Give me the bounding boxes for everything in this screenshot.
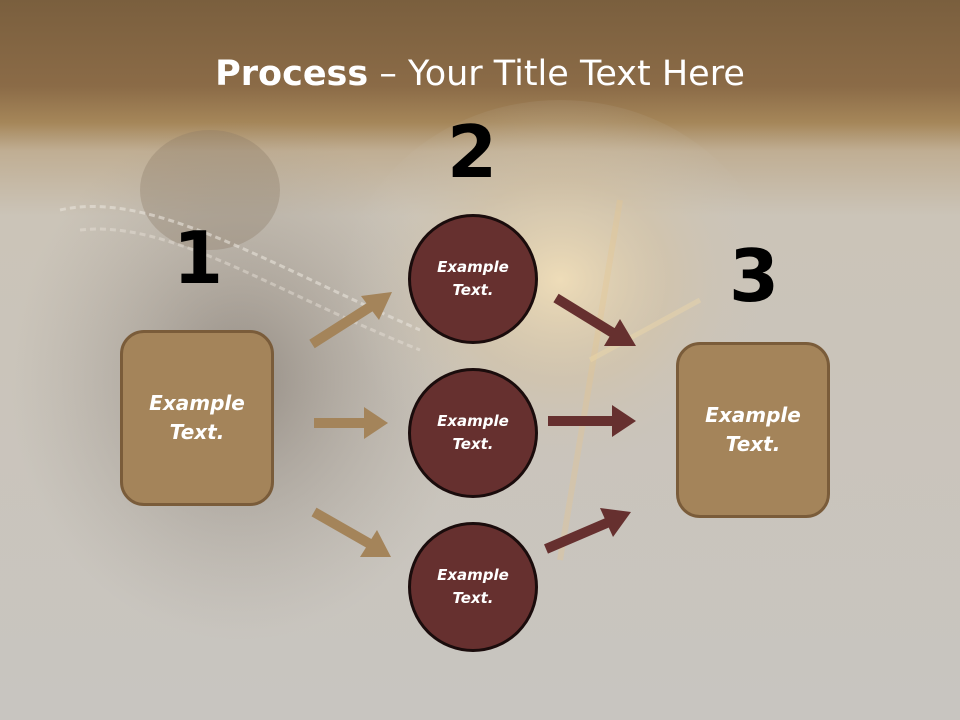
arrow-1-to-top: [309, 292, 392, 349]
step-number-2: 2: [446, 110, 498, 194]
title-bold: Process: [215, 54, 369, 94]
arrow-middle-to-3: [548, 405, 636, 437]
step-1-box: Example Text.: [120, 330, 274, 506]
arrow-1-to-middle: [314, 407, 388, 439]
step-number-1: 1: [172, 216, 224, 300]
step-3-label: Example Text.: [705, 403, 801, 456]
arrow-bottom-to-3: [544, 508, 631, 554]
title-rest: – Your Title Text Here: [368, 54, 745, 94]
step-2-bottom-label: Example Text.: [437, 566, 509, 607]
step-2-circle-bottom: Example Text.: [408, 522, 538, 652]
step-2-circle-middle: Example Text.: [408, 368, 538, 498]
step-3-box: Example Text.: [676, 342, 830, 518]
step-2-circle-top: Example Text.: [408, 214, 538, 344]
arrow-top-to-3: [553, 293, 636, 346]
step-number-3: 3: [728, 234, 780, 318]
step-2-top-label: Example Text.: [437, 258, 509, 299]
arrow-1-to-bottom: [311, 507, 391, 557]
step-1-label: Example Text.: [149, 391, 245, 444]
slide-title: Process – Your Title Text Here: [0, 52, 960, 96]
step-2-middle-label: Example Text.: [437, 412, 509, 453]
